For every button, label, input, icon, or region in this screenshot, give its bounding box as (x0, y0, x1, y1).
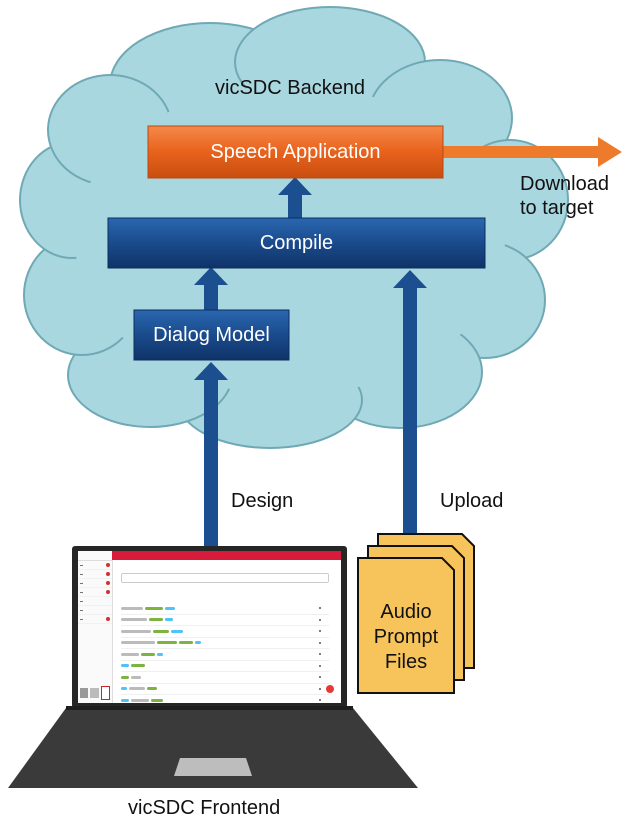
compile-label: Compile (259, 231, 334, 254)
speech-application-label: Speech Application (210, 140, 381, 163)
laptop-keyboard-base (8, 708, 418, 788)
audio-files-label: Audio Prompt Files (373, 601, 439, 673)
flow-arrows (194, 177, 427, 548)
design-label: Design (231, 490, 294, 512)
speech-application-box (147, 125, 444, 179)
dialog-model-label: Dialog Model (153, 323, 270, 346)
frontend-app-screenshot: ▬ ▬ ▬ ▬ ▬ ▬ ▬ (78, 551, 341, 703)
laptop-hinge (66, 706, 353, 710)
file-front (357, 557, 455, 694)
app-examples-list (121, 603, 329, 703)
dialog-to-compile-arrow (194, 267, 228, 310)
audio-prompt-files (357, 533, 475, 694)
laptop-touchpad (174, 758, 252, 776)
compile-to-speech-arrow (278, 177, 312, 218)
app-header (112, 551, 341, 560)
sidebar-logos (80, 686, 111, 700)
compile-box (107, 217, 486, 269)
app-input-box (121, 573, 329, 583)
app-fab-icon (326, 685, 334, 693)
design-arrow (194, 362, 228, 548)
upload-label: Upload (440, 490, 504, 512)
app-sidebar: ▬ ▬ ▬ ▬ ▬ ▬ ▬ (78, 551, 113, 703)
download-label: Download to target (520, 173, 609, 219)
frontend-title: vicSDC Frontend (128, 797, 281, 819)
download-arrow (442, 137, 622, 167)
dialog-model-box (133, 309, 290, 361)
upload-arrow (393, 270, 427, 548)
backend-title: vicSDC Backend (215, 77, 366, 99)
